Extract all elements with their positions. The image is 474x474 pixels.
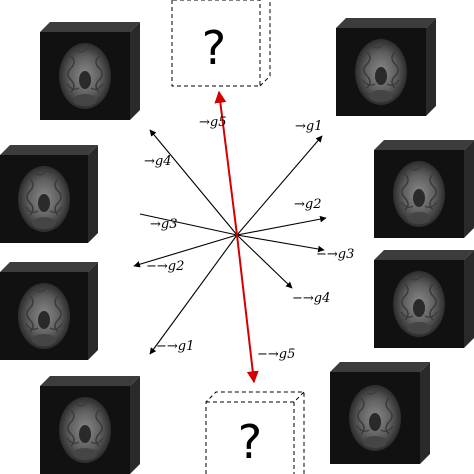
gradient-directions — [133, 129, 327, 355]
gradient-line-g1 — [236, 135, 323, 236]
mri-volume-mid-lower-left — [0, 262, 98, 360]
gradient-line-neg-g4 — [236, 234, 293, 289]
unknown-volume-bottom: ? — [205, 391, 305, 474]
label-neg-g5: −→g5 — [257, 347, 295, 362]
label-g2: →g2 — [294, 197, 322, 212]
label-g4: →g4 — [144, 154, 172, 169]
label-neg-g3: −→g3 — [316, 247, 354, 262]
label-neg-g1: −→g1 — [156, 339, 194, 354]
gradient-line-neg-g5 — [236, 234, 259, 384]
mri-volume-top-left — [40, 22, 140, 120]
label-g3: →g3 — [150, 217, 178, 232]
label-g1: →g1 — [295, 119, 323, 134]
gradient-line-neg-g3 — [236, 234, 325, 253]
mri-volume-bottom-left — [40, 376, 140, 474]
mri-volume-top-right — [336, 18, 436, 116]
label-neg-g2: −→g2 — [146, 259, 184, 274]
gradient-line-g2 — [236, 215, 327, 236]
label-neg-g4: −→g4 — [292, 291, 330, 306]
gradient-line-g4 — [149, 129, 238, 236]
gradient-line-g5 — [214, 90, 238, 236]
mri-volume-mid-upper-left — [0, 145, 98, 243]
label-g5: →g5 — [199, 115, 227, 130]
mri-volume-mid-lower-right — [374, 250, 474, 348]
mri-volume-bottom-right — [330, 362, 430, 464]
gradient-line-neg-g1 — [149, 234, 238, 355]
mri-volume-mid-upper-right — [374, 140, 474, 238]
gradient-g5-highlight — [214, 90, 259, 384]
unknown-volume-top-symbol: ? — [202, 21, 226, 75]
unknown-volume-top: ? — [171, 0, 271, 87]
gradient-line-neg-g2 — [133, 234, 238, 268]
unknown-volume-bottom-symbol: ? — [238, 415, 262, 469]
gradient-line-g3 — [139, 213, 238, 236]
